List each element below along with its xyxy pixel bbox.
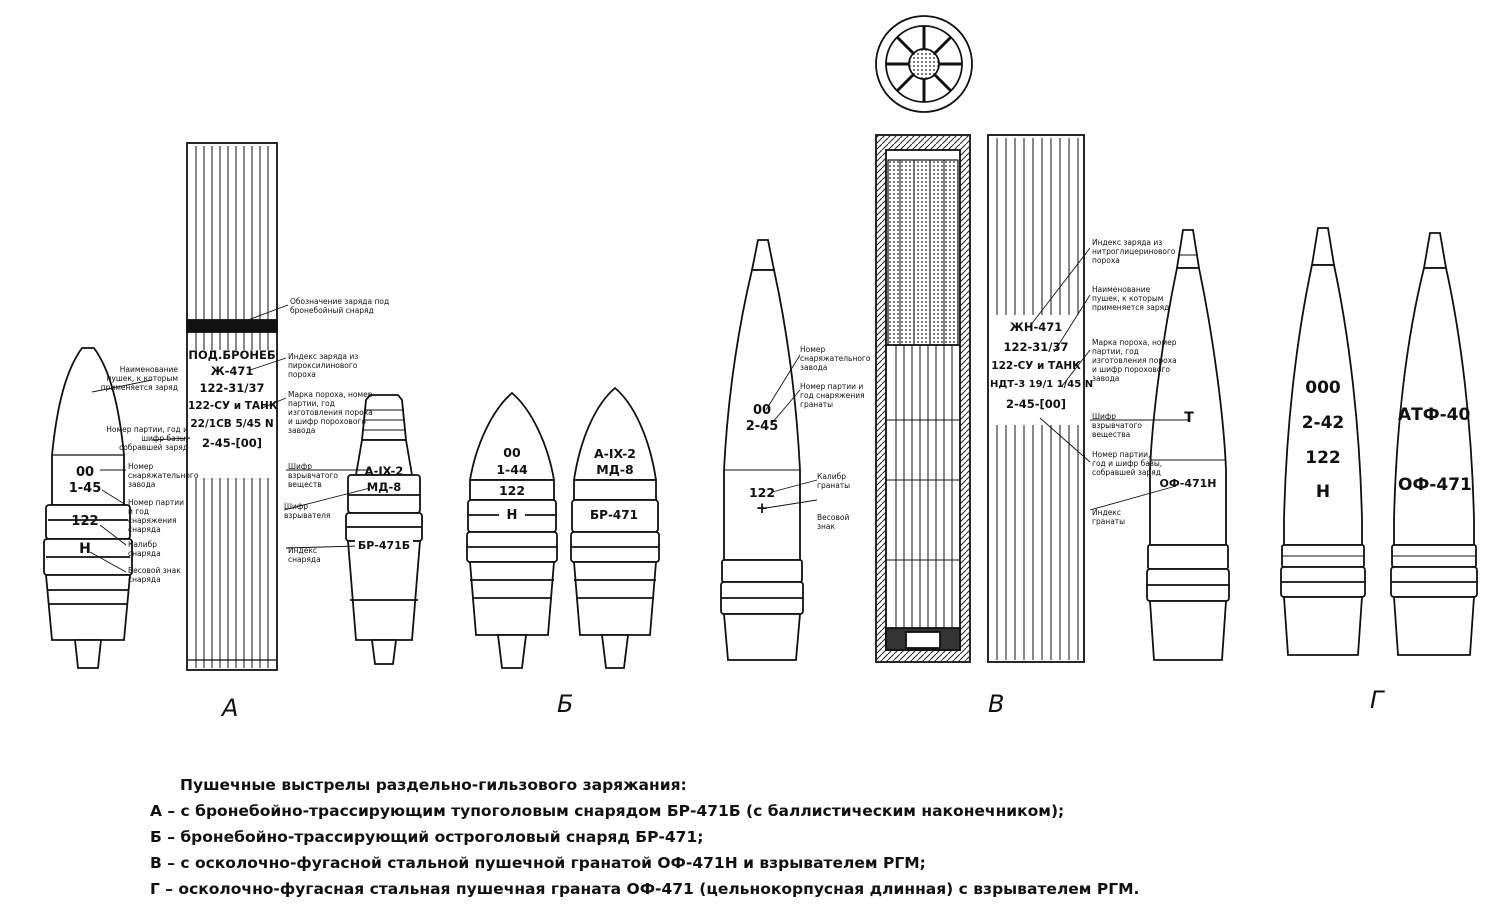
- group-letter-b: Б: [557, 690, 574, 718]
- charge-section-v: [875, 134, 971, 663]
- shell-b2-mark-index: БР-471: [586, 508, 642, 522]
- label-weight-a: Весовой знак снаряда: [128, 566, 181, 584]
- label-fuze-a: Шифр взрывателя: [284, 502, 331, 520]
- shell-v1-mark-weight: +: [755, 499, 769, 517]
- label-explosive-a: Шифр взрывчатого веществ: [288, 462, 339, 489]
- case-a-mark-1: ПОД.БРОНЕБ: [188, 348, 276, 362]
- shell-v1-mark-caliber: 122: [748, 485, 776, 500]
- group-letter-a: А: [222, 694, 239, 722]
- case-a-mark-5: 22/1СВ 5/45 N: [190, 418, 274, 430]
- case-a-mark-3: 122-31/37: [199, 381, 265, 395]
- shell-v-left: [720, 239, 804, 661]
- label-explosive-v: Шифр взрывчатого вещества: [1092, 412, 1143, 439]
- group-letter-g: Г: [1370, 686, 1384, 714]
- shell-b-left: [466, 391, 558, 669]
- label-caliber-a: Калибр снаряда: [128, 540, 161, 558]
- shell-b1-mark-plant: 00: [503, 445, 521, 460]
- shell-v2-mark-index: ОФ-471Н: [1159, 477, 1217, 490]
- shell-a-mark-caliber: 122: [71, 514, 99, 529]
- case-a-mark-2: Ж-471: [210, 364, 254, 378]
- shell-a-mark-batch: 1-45: [68, 481, 102, 496]
- case-a-mark-6: 2-45-[00]: [201, 436, 263, 450]
- leader-lines: [89, 247, 1188, 573]
- case-v-mark-1: ЖН-471: [1009, 320, 1063, 334]
- shell-a-right: [345, 394, 423, 665]
- case-v-mark-5: 2-45-[00]: [1005, 397, 1067, 411]
- label-weight-v: Весовой знак: [817, 513, 850, 531]
- shell-a-mark-weight: Н: [79, 541, 91, 557]
- caption-line-g: Г – осколочно-фугасная стальная пушечная…: [150, 880, 1140, 898]
- case-a: [186, 142, 278, 671]
- shell-g2-mark-explosive: АТФ-40: [1398, 405, 1471, 425]
- label-grenade-index-v: Индекс гранаты: [1092, 508, 1126, 526]
- shell-b-right: [570, 386, 660, 669]
- shell-g1-mark-plant: 000: [1305, 378, 1341, 398]
- group-letter-v: В: [988, 690, 1005, 718]
- shell-v-right: [1146, 229, 1230, 661]
- shell-a2-mark-explosive: А-IX-2: [364, 464, 404, 478]
- shell-g-left: [1280, 227, 1366, 656]
- shell-b1-mark-weight: Н: [499, 508, 525, 523]
- caption-line-v: В – с осколочно-фугасной стальной пушечн…: [150, 854, 926, 872]
- shell-a2-mark-index: БР-471Б: [355, 539, 413, 552]
- shell-g1-mark-batch: 2-42: [1301, 413, 1345, 433]
- caption-title: Пушечные выстрелы раздельно-гильзового з…: [180, 776, 687, 794]
- case-v-mark-4: НДТ-3 19/1 1/45 N: [990, 379, 1094, 390]
- label-powder-a: Марка пороха, номер партии, год изготовл…: [288, 390, 373, 435]
- case-v-mark-3: 122-СУ и ТАНК: [991, 360, 1081, 372]
- shell-v2-mark-explosive: Т: [1184, 410, 1194, 426]
- label-powder-v: Марка пороха, номер партии, год изготовл…: [1092, 338, 1177, 383]
- shell-v1-mark-batch: 2-45: [745, 419, 779, 434]
- shell-a-mark-plant: 00: [75, 465, 95, 480]
- shell-b2-mark-fuze: МД-8: [596, 462, 634, 477]
- label-gun-name-v: Наименование пушек, к которым применяетс…: [1092, 285, 1170, 312]
- label-plant-no-v: Номер снаряжательного завода: [800, 345, 871, 372]
- shell-g2-mark-index: ОФ-471: [1398, 475, 1472, 495]
- charge-end-view: [875, 15, 973, 113]
- case-v-mark-2: 122-31/37: [1003, 340, 1069, 354]
- shell-b1-mark-batch: 1-44: [496, 462, 528, 477]
- case-a-mark-4: 122-СУ и ТАНК: [188, 400, 278, 412]
- label-shell-index-a: Индекс снаряда: [288, 546, 321, 564]
- shell-g1-mark-caliber: 122: [1305, 448, 1341, 468]
- shell-b2-mark-explosive: А-IX-2: [593, 446, 637, 461]
- label-batch-year-a: Номер партии, год и шифр базы, собравшей…: [106, 425, 188, 452]
- shell-v1-mark-plant: 00: [752, 403, 772, 418]
- label-batch-fill-a: Номер партии и год снаряжения снаряда: [128, 498, 185, 534]
- caption-line-a: А – с бронебойно-трассирующим тупоголовы…: [150, 802, 1065, 820]
- shell-g1-mark-weight: Н: [1315, 482, 1331, 502]
- label-batch-year-v: Номер партии, год и шифр базы, собравшей…: [1092, 450, 1163, 477]
- label-charge-index-v: Индекс заряда из нитроглицеринового поро…: [1092, 238, 1176, 265]
- caption-line-b: Б – бронебойно-трассирующий остроголовый…: [150, 828, 704, 846]
- label-charge-index-a: Индекс заряда из пироксилинового пороха: [288, 352, 359, 379]
- shell-a2-mark-fuze: МД-8: [366, 480, 402, 494]
- label-batch-fill-v: Номер партии и год снаряжения гранаты: [800, 382, 865, 409]
- shell-b1-mark-caliber: 122: [498, 483, 526, 498]
- shell-g-right: [1390, 232, 1478, 656]
- label-charge-mark-a: Обозначение заряда под бронебойный снаря…: [290, 297, 390, 315]
- shell-a-left: [43, 347, 133, 669]
- label-plant-no-a: Номер снаряжательного завода: [128, 462, 199, 489]
- label-gun-name-a: Наименование пушек, к которым применяетс…: [100, 365, 178, 392]
- label-caliber-v: Калибр гранаты: [817, 472, 851, 490]
